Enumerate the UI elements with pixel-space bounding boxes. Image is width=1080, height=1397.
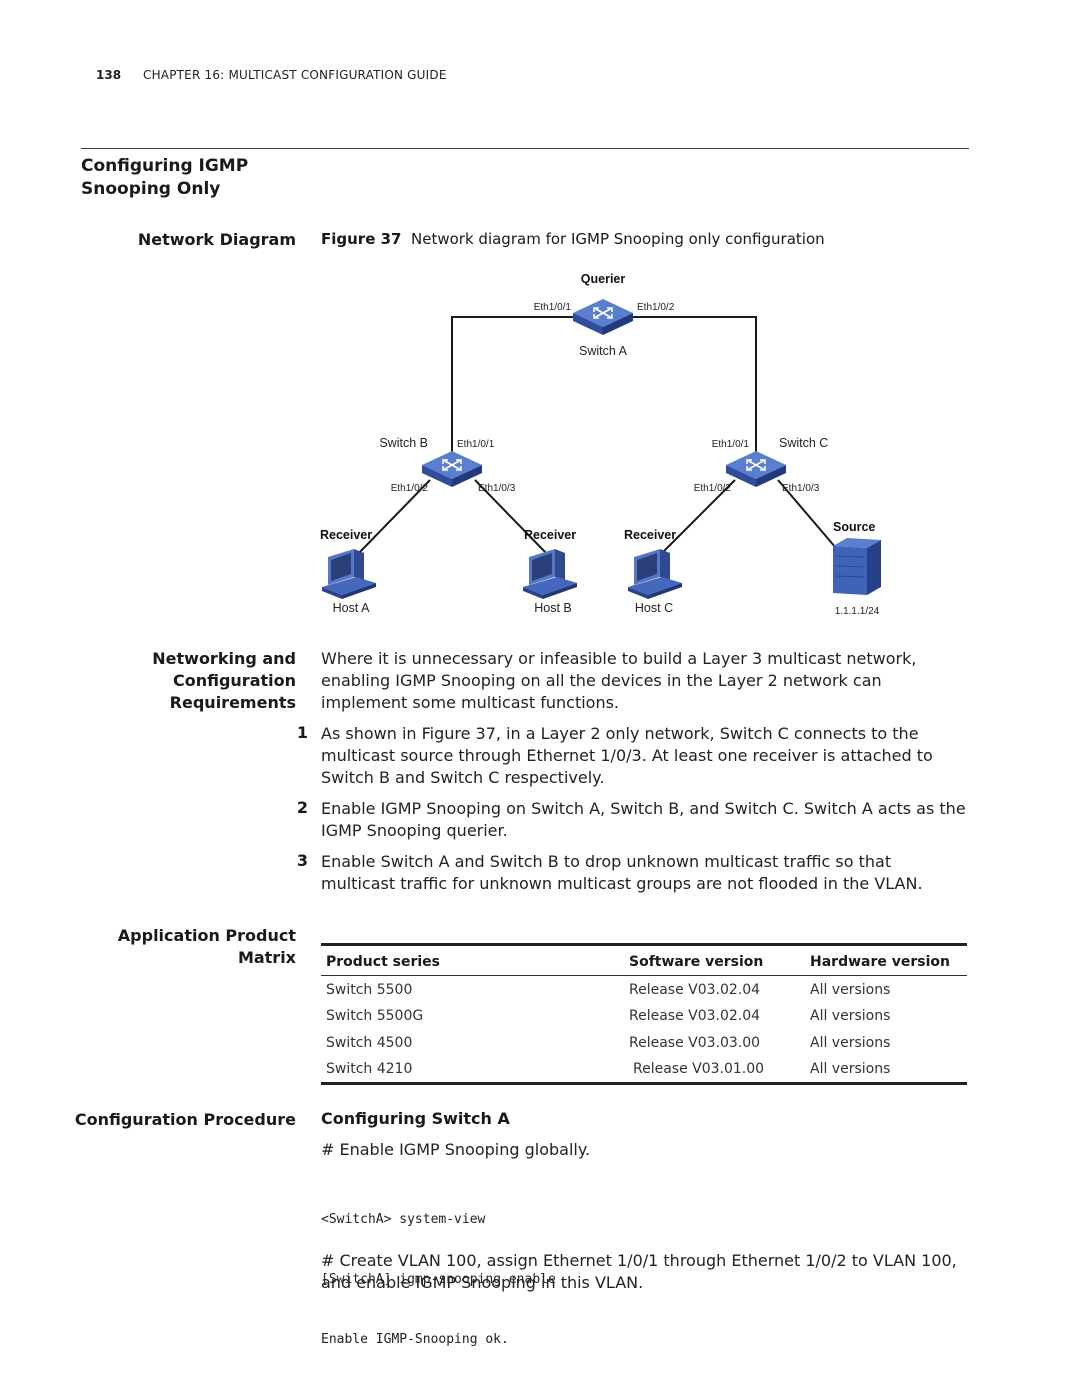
table-cell: Switch 4500 (326, 1034, 413, 1051)
requirements-label-line2: Configuration (172, 671, 296, 690)
link-a-c (633, 316, 757, 458)
product-matrix-label-line1: Application Product (117, 926, 296, 945)
procedure-step-1: # Enable IGMP Snooping globally. (321, 1140, 591, 1159)
list-number-1: 1 (296, 723, 308, 742)
table-cell: All versions (810, 1034, 891, 1051)
list-number-2: 2 (296, 798, 308, 817)
host-b-label: Host B (534, 601, 572, 615)
receiver-label-a: Receiver (320, 528, 372, 542)
receiver-label-b: Receiver (524, 528, 576, 542)
link-b-hosta (356, 479, 431, 556)
requirement-item-2: Enable IGMP Snooping on Switch A, Switch… (321, 799, 966, 840)
network-diagram: Querier Eth1/0/1 Eth1/0/2 Switch A Switc… (320, 272, 881, 617)
source-ip: 1.1.1.1/24 (835, 606, 880, 617)
table-row: Switch 5500G Release V03.02.04 All versi… (321, 1003, 967, 1030)
table-cell: All versions (810, 981, 891, 998)
table-cell: Switch 4210 (326, 1061, 413, 1078)
table-cell: Release V03.02.04 (629, 1008, 761, 1025)
switch-b-label: Switch B (379, 436, 428, 450)
host-a-icon (322, 549, 376, 599)
table-cell: All versions (810, 1008, 891, 1025)
list-number-3: 3 (296, 851, 308, 870)
requirements-label-line1: Networking and (152, 649, 296, 668)
figure-caption-text: Network diagram for IGMP Snooping only c… (411, 230, 825, 248)
figure-number: Figure 37 (321, 230, 402, 248)
switch-b-port3: Eth1/0/3 (478, 483, 516, 494)
switch-b-port2: Eth1/0/2 (391, 483, 429, 494)
switch-c-port2: Eth1/0/2 (694, 483, 732, 494)
table-row: Switch 5500 Release V03.02.04 All versio… (321, 976, 967, 1003)
source-server-icon (833, 538, 881, 595)
header-rule (81, 148, 969, 149)
code-block: <SwitchA> system-view [SwitchA] igmp-sno… (321, 1170, 556, 1370)
table-header-cell: Software version (624, 944, 805, 976)
switch-c-icon (725, 450, 787, 488)
table-cell: All versions (810, 1061, 891, 1078)
querier-label: Querier (581, 272, 626, 286)
section-title: Configuring IGMP Snooping Only (81, 155, 248, 201)
link-a-b (451, 316, 573, 458)
table-header-cell: Hardware version (805, 944, 967, 976)
table-cell: Switch 5500 (326, 981, 413, 998)
link-c-hostc (659, 479, 736, 556)
section-title-line1: Configuring IGMP (81, 156, 249, 176)
switch-a-icon (572, 298, 634, 336)
switch-b-port1: Eth1/0/1 (457, 439, 495, 450)
host-c-label: Host C (635, 601, 673, 615)
chapter-title: CHAPTER 16: MULTICAST CONFIGURATION GUID… (143, 68, 447, 82)
switch-c-label: Switch C (779, 436, 828, 450)
requirement-item-1: As shown in Figure 37, in a Layer 2 only… (321, 724, 933, 787)
host-a-label: Host A (333, 601, 370, 615)
switch-c-port3: Eth1/0/3 (782, 483, 820, 494)
link-b-hostb (474, 479, 549, 556)
source-label: Source (833, 520, 875, 534)
table-cell: Release V03.02.04 (629, 981, 761, 998)
link-c-source (777, 479, 837, 549)
table-row: Switch 4500 Release V03.03.00 All versio… (321, 1029, 967, 1056)
product-matrix-label-line2: Matrix (237, 948, 296, 967)
code-line: [SwitchA] igmp-snooping enable (321, 1272, 556, 1287)
section-title-line2: Snooping Only (81, 179, 221, 199)
requirement-item-3: Enable Switch A and Switch B to drop unk… (321, 852, 923, 893)
table-header-row: Product series Software version Hardware… (321, 944, 967, 976)
requirements-label: Networking and Configuration Requirement… (56, 648, 296, 714)
network-diagram-label: Network Diagram (137, 230, 296, 249)
table-cell: Release V03.01.00 (633, 1061, 765, 1078)
table-row: Switch 4210 Release V03.01.00 All versio… (321, 1056, 967, 1084)
receiver-label-c: Receiver (624, 528, 676, 542)
switch-c-port1: Eth1/0/1 (712, 439, 750, 450)
switch-b-icon (421, 450, 483, 488)
code-line: <SwitchA> system-view (321, 1212, 486, 1227)
table-cell: Switch 5500G (326, 1008, 424, 1025)
procedure-step-2: # Create VLAN 100, assign Ethernet 1/0/1… (321, 1251, 957, 1292)
code-line: Enable IGMP-Snooping ok. (321, 1332, 509, 1347)
switch-a-port1: Eth1/0/1 (534, 302, 572, 313)
figure-caption: Figure 37 Network diagram for IGMP Snoop… (321, 230, 825, 248)
product-matrix-label: Application Product Matrix (56, 925, 296, 969)
host-b-icon (523, 549, 577, 599)
product-matrix-table: Product series Software version Hardware… (321, 943, 967, 1085)
requirements-intro: Where it is unnecessary or infeasible to… (321, 649, 917, 712)
requirements-label-line3: Requirements (169, 693, 296, 712)
host-c-icon (628, 549, 682, 599)
table-cell: Release V03.03.00 (629, 1034, 761, 1051)
page-number: 138 (96, 68, 122, 82)
table-header-cell: Product series (321, 944, 624, 976)
procedure-subtitle: Configuring Switch A (321, 1109, 510, 1128)
procedure-label: Configuration Procedure (74, 1110, 296, 1129)
switch-a-port2: Eth1/0/2 (637, 302, 675, 313)
switch-a-label: Switch A (579, 344, 628, 358)
